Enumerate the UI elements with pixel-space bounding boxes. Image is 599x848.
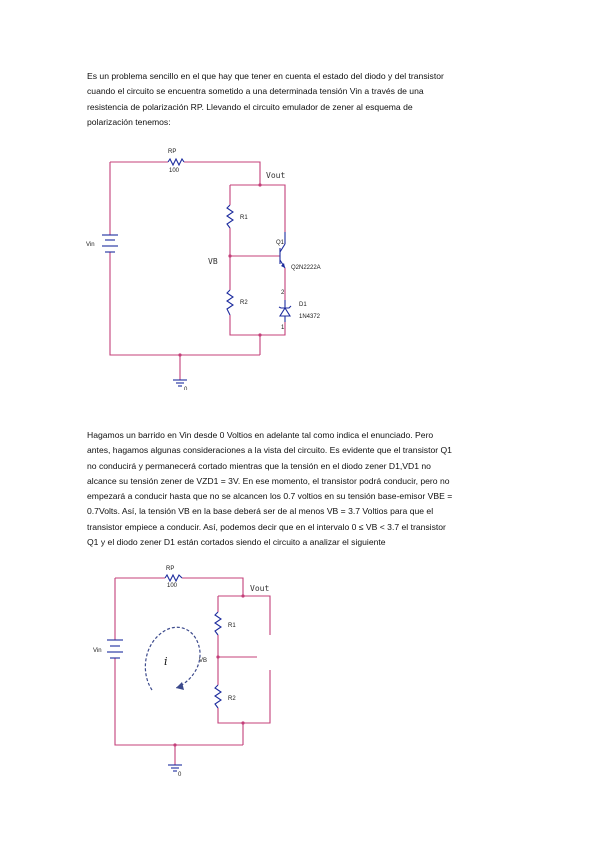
wire-r2-bottom bbox=[229, 315, 261, 355]
wire-vout-node bbox=[218, 595, 271, 635]
node-dot bbox=[178, 353, 182, 357]
text-line: polarización tenemos: bbox=[87, 116, 171, 127]
rp-value: 100 bbox=[169, 168, 180, 174]
text-line: no conducirá y permanecerá cortado mient… bbox=[87, 460, 431, 471]
text-line: Hagamos un barrido en Vin desde 0 Voltio… bbox=[87, 430, 434, 440]
pin-1-label: 1 bbox=[281, 325, 285, 331]
text-line: 0.7Volts. Así, la tensión VB en la base … bbox=[87, 506, 434, 517]
resistor-r1-icon bbox=[226, 204, 234, 229]
vout-label: Vout bbox=[266, 171, 285, 180]
r1-label: R1 bbox=[240, 215, 248, 221]
node-dot bbox=[258, 333, 262, 337]
wire-left-bottom bbox=[114, 658, 243, 746]
battery-vin-icon bbox=[102, 234, 118, 253]
text-line: cuando el circuito se encuentra sometido… bbox=[87, 86, 424, 97]
text-line: Es un problema sencillo en el que hay qu… bbox=[87, 71, 444, 81]
node-dot bbox=[258, 183, 262, 187]
text-line: resistencia de polarización RP. Llevando… bbox=[87, 101, 413, 112]
d1-label: D1 bbox=[299, 302, 307, 308]
r2-label: R2 bbox=[240, 300, 248, 306]
intro-paragraph: Es un problema sencillo en el que hay qu… bbox=[87, 69, 527, 130]
node-dot bbox=[228, 254, 232, 258]
wire-left-bottom bbox=[109, 252, 260, 356]
resistor-rp-icon bbox=[167, 157, 185, 167]
resistor-r2-icon bbox=[226, 289, 234, 316]
wire-top-right bbox=[184, 161, 261, 185]
resistor-r1-icon bbox=[214, 611, 222, 636]
node-dot bbox=[173, 743, 177, 747]
vin-label: Vin bbox=[86, 242, 95, 248]
current-label: i bbox=[164, 655, 168, 668]
node-dot bbox=[216, 655, 220, 659]
node-dot bbox=[241, 721, 245, 725]
ground-icon bbox=[173, 379, 187, 387]
text-line: alcance su tensión zener de VZD1 = 3V. E… bbox=[87, 475, 450, 486]
ground-icon bbox=[168, 764, 182, 772]
pin-2-label: 2 bbox=[281, 290, 285, 296]
wire-diode-bottom bbox=[260, 322, 286, 336]
vout-label: Vout bbox=[250, 584, 269, 593]
loop-current-arrow-icon bbox=[144, 626, 201, 691]
d1-model: 1N4372 bbox=[299, 314, 321, 320]
ground-label: 0 bbox=[184, 387, 188, 390]
analysis-paragraph: Hagamos un barrido en Vin desde 0 Voltio… bbox=[87, 428, 527, 550]
q1-model: Q2N2222A bbox=[291, 265, 321, 271]
battery-vin-icon bbox=[107, 639, 123, 659]
text-line: transistor empiece a conducir. Así, pode… bbox=[87, 521, 446, 532]
text-line: antes, hagamos algunas consideraciones a… bbox=[87, 445, 452, 456]
wire-right-open bbox=[242, 670, 271, 745]
wire-vout-node bbox=[230, 184, 286, 232]
zener-diode-d1-icon bbox=[278, 300, 292, 322]
rp-value: 100 bbox=[167, 583, 178, 589]
vb-label: VB bbox=[199, 658, 207, 664]
r2-label: R2 bbox=[228, 696, 236, 702]
text-line: Q1 y el diodo zener D1 están cortados si… bbox=[87, 537, 386, 548]
q1-label: Q1 bbox=[276, 240, 285, 246]
transistor-q1-icon bbox=[279, 232, 286, 269]
resistor-r2-icon bbox=[214, 684, 222, 709]
vin-label: Vin bbox=[93, 648, 102, 654]
circuit-diagram-zener-emulator: RP 100 Vin R1 R2 VB Vout Q1 Q2N2222A D1 … bbox=[86, 149, 321, 390]
wire-r2-bottom bbox=[217, 708, 243, 724]
text-line: empezará a conducir hasta que no se alca… bbox=[87, 491, 453, 502]
node-dot bbox=[241, 594, 245, 598]
rp-label: RP bbox=[168, 149, 176, 155]
ground-label: 0 bbox=[178, 772, 182, 778]
circuit-diagram-cutoff: RP 100 Vin R1 R2 VB Vout i 0 bbox=[93, 566, 271, 778]
rp-label: RP bbox=[166, 566, 174, 572]
resistor-rp-icon bbox=[164, 573, 183, 583]
r1-label: R1 bbox=[228, 623, 236, 629]
vb-label: VB bbox=[208, 257, 218, 266]
wire-top-right bbox=[182, 577, 244, 596]
